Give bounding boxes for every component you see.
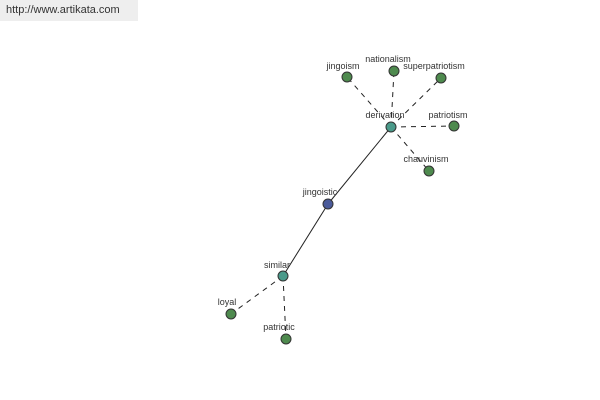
node-loyal[interactable] (225, 308, 237, 320)
node-jingoism[interactable] (341, 71, 353, 83)
node-label-patriotic[interactable]: patriotic (263, 322, 295, 332)
node-label-nationalism[interactable]: nationalism (365, 54, 411, 64)
node-label-jingoistic[interactable]: jingoistic (302, 187, 338, 197)
node-label-chauvinism[interactable]: chauvinism (403, 154, 448, 164)
edge-similar-loyal (230, 275, 284, 315)
edge-derivation-chauvinism (390, 126, 430, 172)
node-patriotic[interactable] (280, 333, 292, 345)
node-derivation[interactable] (385, 121, 397, 133)
edge-jingoistic-derivation (327, 126, 392, 205)
graph-edges (230, 70, 455, 340)
node-label-loyal[interactable]: loyal (218, 297, 237, 307)
node-patriotism[interactable] (448, 120, 460, 132)
edge-jingoistic-similar (282, 203, 329, 277)
node-label-jingoism[interactable]: jingoism (325, 61, 359, 71)
node-superpatriotism[interactable] (435, 72, 447, 84)
site-url-link[interactable]: http://www.artikata.com (0, 0, 138, 21)
node-label-superpatriotism[interactable]: superpatriotism (403, 61, 465, 71)
node-nationalism[interactable] (388, 65, 400, 77)
node-label-patriotism[interactable]: patriotism (428, 110, 467, 120)
edge-similar-patriotic (282, 275, 287, 340)
node-similar[interactable] (277, 270, 289, 282)
node-label-similar[interactable]: similar (264, 260, 290, 270)
edge-derivation-superpatriotism (390, 77, 442, 128)
graph-nodes (225, 65, 460, 345)
graph-labels: jingoistic derivation similar jingoism natio… (218, 54, 468, 332)
edge-derivation-jingoism (346, 76, 392, 128)
node-chauvinism[interactable] (423, 165, 435, 177)
node-label-derivation[interactable]: derivation (365, 110, 404, 120)
node-jingoistic[interactable] (322, 198, 334, 210)
edge-derivation-patriotism (390, 125, 455, 128)
